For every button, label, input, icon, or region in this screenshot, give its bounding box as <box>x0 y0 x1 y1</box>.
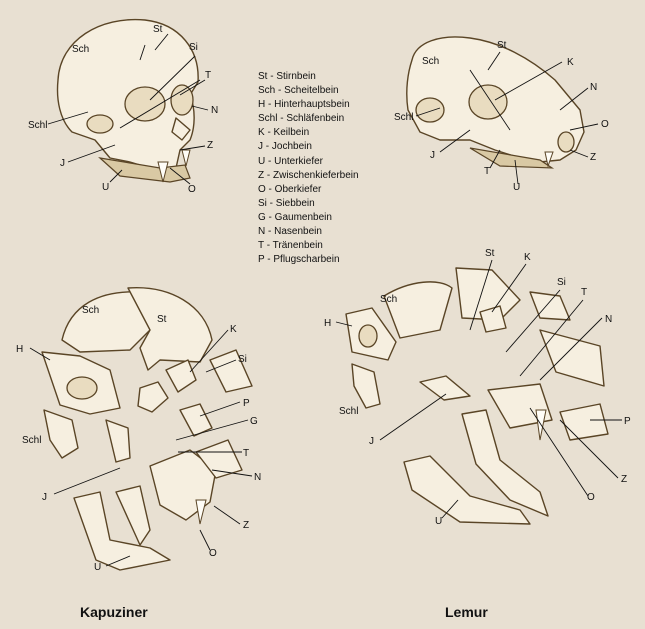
capuchin-skull <box>56 18 201 183</box>
legend-item: T - Tränenbein <box>258 240 323 252</box>
label-z: Z <box>207 140 213 151</box>
legend-item: Schl - Schläfenbein <box>258 113 345 125</box>
label-u: U <box>102 182 109 193</box>
label-p: P <box>624 416 631 427</box>
label-k: K <box>524 252 531 263</box>
legend-item: H - Hinterhauptsbein <box>258 99 350 111</box>
label-o: O <box>601 119 609 130</box>
label-t: T <box>205 70 211 81</box>
label-si: Si <box>557 277 566 288</box>
label-j: J <box>369 436 374 447</box>
capuchin-skull-labels: St Sch Si T N Schl Z J O U <box>28 24 218 195</box>
label-o: O <box>188 184 196 195</box>
label-t: T <box>581 287 587 298</box>
label-k: K <box>567 57 574 68</box>
label-st: St <box>497 40 507 51</box>
label-n: N <box>211 105 218 116</box>
legend-item: U - Unterkiefer <box>258 155 324 167</box>
label-sch: Sch <box>422 56 439 67</box>
label-si: Si <box>238 354 247 365</box>
label-j: J <box>430 150 435 161</box>
label-u: U <box>94 562 101 573</box>
label-j: J <box>60 158 65 169</box>
label-sch: Sch <box>82 305 99 316</box>
label-j: J <box>42 492 47 503</box>
label-h: H <box>16 344 23 355</box>
legend-item: O - Oberkiefer <box>258 183 322 195</box>
label-st: St <box>153 24 163 35</box>
label-n: N <box>605 314 612 325</box>
label-n: N <box>590 82 597 93</box>
capuchin-exploded-labels: Sch St K H Si P G Schl T N J Z O U <box>16 305 261 573</box>
label-schl: Schl <box>394 112 413 123</box>
label-schl: Schl <box>28 120 47 131</box>
label-z: Z <box>621 474 627 485</box>
label-schl: Schl <box>22 435 41 446</box>
caption-lemur: Lemur <box>445 604 488 620</box>
caption-capuchin: Kapuziner <box>80 604 148 620</box>
label-u: U <box>513 182 520 193</box>
label-t: T <box>484 166 490 177</box>
label-n: N <box>254 472 261 483</box>
legend-item: K - Keilbein <box>258 127 310 139</box>
legend-item: Si - Siebbein <box>258 197 315 209</box>
lemur-skull-labels: St Sch K N O Schl J T U Z <box>394 40 609 193</box>
label-p: P <box>243 398 250 409</box>
label-st: St <box>485 248 495 259</box>
label-st: St <box>157 314 167 325</box>
legend-item: St - Stirnbein <box>258 71 316 82</box>
label-o: O <box>587 492 595 503</box>
label-g: G <box>250 416 258 427</box>
capuchin-exploded <box>41 287 253 571</box>
bone-legend: St - Stirnbein Sch - Scheitelbein H - Hi… <box>258 70 408 267</box>
label-sch: Sch <box>380 294 397 305</box>
legend-item: J - Jochbein <box>258 141 312 153</box>
label-o: O <box>209 548 217 559</box>
legend-item: Sch - Scheitelbein <box>258 85 339 97</box>
legend-item: Z - Zwischenkieferbein <box>258 169 359 181</box>
lemur-exploded <box>345 267 609 525</box>
label-z: Z <box>243 520 249 531</box>
label-k: K <box>230 324 237 335</box>
legend-item: P - Pflugscharbein <box>258 254 340 266</box>
lemur-exploded-labels: St K Si T Sch H N Schl J P Z O U <box>324 248 631 527</box>
label-sch: Sch <box>72 44 89 55</box>
label-si: Si <box>189 42 198 53</box>
legend-item: G - Gaumenbein <box>258 211 332 223</box>
label-z: Z <box>590 152 596 163</box>
label-schl: Schl <box>339 406 358 417</box>
label-h: H <box>324 318 331 329</box>
label-u: U <box>435 516 442 527</box>
label-t: T <box>243 448 249 459</box>
legend-item: N - Nasenbein <box>258 226 322 238</box>
